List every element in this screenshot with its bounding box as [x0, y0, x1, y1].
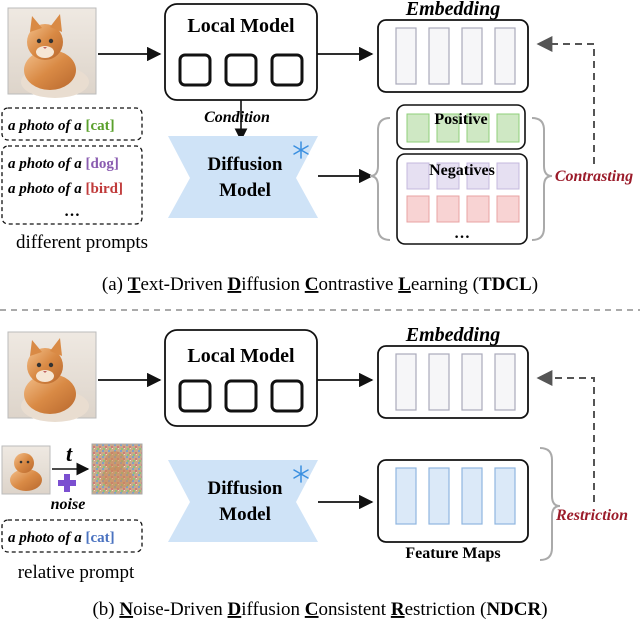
prompt-box-others-a [1, 145, 143, 225]
negatives-box [396, 153, 528, 245]
left-bracket-a [369, 117, 391, 241]
prompt-label-b: relative prompt [18, 562, 135, 583]
plus-icon [58, 474, 76, 492]
prompt-ellipsis-a: … [64, 203, 80, 220]
noisy-cat-image [91, 443, 143, 495]
embedding-box-a [377, 19, 529, 93]
negatives-ellipsis: … [454, 225, 470, 242]
snowflake-icon [293, 465, 309, 483]
embedding-box-b [377, 345, 529, 419]
contrasting-label: Contrasting [555, 168, 633, 185]
diffusion-model-b [168, 460, 318, 542]
diffusion-label-a-line1: Diffusion [208, 154, 283, 175]
prompt-cat-a: a photo of a [cat] [8, 118, 115, 134]
prompt-bird-a: a photo of a [bird] [8, 181, 123, 197]
diffusion-label-a-line2: Model [219, 180, 271, 201]
diffusion-label-b-line2: Model [219, 504, 271, 525]
restriction-label: Restriction [555, 507, 628, 524]
caption-a: (a) Text-Driven Diffusion Contrastive Le… [102, 274, 538, 295]
panel-a: Local Model Embedding Condition Diffusio… [1, 0, 633, 295]
feature-maps-label: Feature Maps [405, 545, 500, 562]
local-model-box-a [164, 3, 318, 101]
condition-label: Condition [204, 109, 270, 126]
local-model-label-a: Local Model [187, 15, 295, 37]
feature-maps-box [377, 459, 529, 543]
local-model-label-b: Local Model [187, 345, 295, 367]
right-bracket-a [531, 117, 553, 241]
diffusion-label-b-line1: Diffusion [208, 478, 283, 499]
prompt-box-cat-a [1, 107, 143, 141]
small-cat-image [1, 445, 51, 495]
panel-b: Local Model Embedding t [1, 324, 628, 620]
right-bracket-b [539, 447, 561, 561]
noise-label: noise [51, 496, 86, 513]
positive-box [396, 104, 526, 150]
negatives-label: Negatives [429, 162, 495, 179]
contrasting-feedback-arrow [536, 36, 595, 164]
restriction-feedback-arrow [536, 370, 595, 502]
local-model-box-b [164, 329, 318, 427]
caption-b: (b) Noise-Driven Diffusion Consistent Re… [92, 599, 547, 620]
cat-image-a [7, 7, 97, 98]
diffusion-model-a [168, 136, 318, 218]
embedding-label-b: Embedding [405, 324, 500, 346]
prompt-box-cat-b [1, 519, 143, 553]
embedding-label-a: Embedding [405, 0, 500, 20]
prompts-label-a: different prompts [16, 232, 148, 253]
prompt-dog-a: a photo of a [dog] [8, 156, 119, 172]
positive-label: Positive [434, 111, 487, 128]
snowflake-icon [293, 141, 309, 159]
prompt-cat-b: a photo of a [cat] [8, 530, 115, 546]
cat-image-b [7, 331, 97, 422]
t-label: t [66, 441, 73, 466]
